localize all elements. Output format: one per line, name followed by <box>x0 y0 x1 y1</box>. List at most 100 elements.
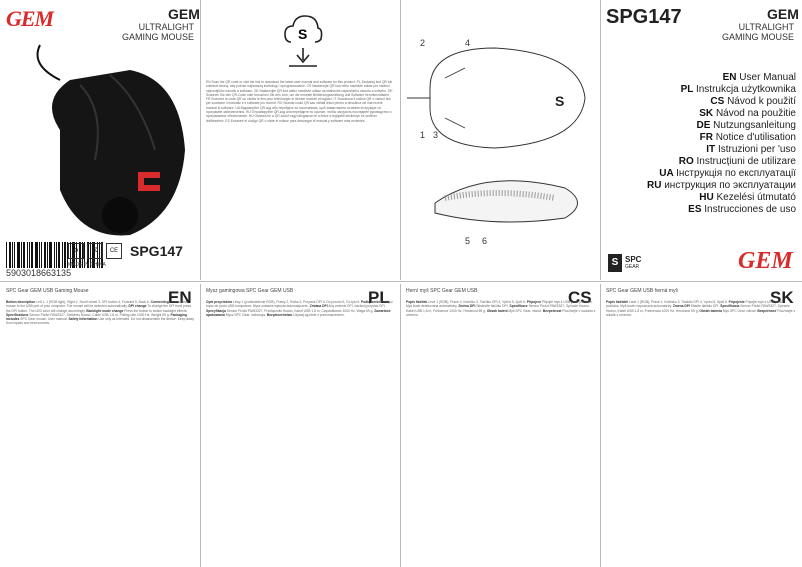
barcode-bar <box>47 242 48 268</box>
callout-label: 2 <box>420 38 426 48</box>
manual-language-item: RO Instrucțiuni de utilizare <box>640 156 796 168</box>
barcode-bar <box>72 242 75 268</box>
barcode-bar <box>54 242 55 268</box>
weee-icon: ⌧ <box>87 243 103 259</box>
column-language: SK <box>770 288 794 307</box>
subtitle-line: ULTRALIGHT <box>138 22 194 32</box>
barcode-bar <box>56 242 57 268</box>
intro-text: EN Scan the QR code or visit the link to… <box>206 80 393 123</box>
language-code: ES <box>688 204 705 215</box>
manual-language-item: FR Notice d'utilisation <box>640 132 796 144</box>
gem-logo-cover: GEM <box>738 248 793 274</box>
manual-language-item: IT Istruzioni per 'uso <box>640 144 796 156</box>
cover-brand: GEM <box>767 6 799 22</box>
barcode-bar <box>58 242 60 268</box>
barcode-bar <box>92 242 95 268</box>
barcode-bar <box>9 242 11 268</box>
en-body-text: Button description Left 1. 1 (RGB light)… <box>6 300 195 326</box>
language-title: Instrucciones de uso <box>704 204 796 215</box>
mouse-image <box>36 44 185 236</box>
barcode-bar <box>6 242 7 268</box>
language-code: FR <box>699 132 716 143</box>
barcode-bar <box>76 242 77 268</box>
barcode-bar <box>12 242 13 268</box>
language-code: SK <box>699 108 716 119</box>
language-title: Kezelési útmutató <box>716 192 797 203</box>
manual-language-item: RU инструкция по эксплуатации <box>640 180 796 192</box>
callout-label: 4 <box>465 38 471 48</box>
barcode-bar <box>44 242 46 268</box>
barcode-bar <box>14 242 15 268</box>
manual-language-item: CS Návod k použití <box>640 96 796 108</box>
language-title: Інструкція по експлуатації <box>676 168 796 179</box>
spc-logo-mark: S <box>608 254 622 272</box>
barcode-bar <box>82 242 83 268</box>
barcode-bar <box>41 242 42 268</box>
barcode-number: 5903018663135 <box>6 268 72 278</box>
callout-label: 1 <box>420 130 426 140</box>
manual-language-item: ES Instrucciones de uso <box>640 204 796 216</box>
subtitle-line: GAMING MOUSE <box>121 32 194 42</box>
ce-icon: CE <box>106 243 122 259</box>
barcode-bar <box>35 242 38 268</box>
brand-title: GEM <box>168 6 200 22</box>
divider <box>0 281 802 282</box>
column-language: PL <box>368 288 390 307</box>
column-header: Mysz gamingowa SPC Gear GEM USB <box>206 288 294 294</box>
barcode-bar <box>67 242 68 268</box>
recycle-icon: ♻ <box>68 243 84 259</box>
barcode-bar <box>90 242 91 268</box>
barcode-bar <box>29 242 30 268</box>
mouse-diagram: S <box>407 47 586 223</box>
subtitle-line: GAMING MOUSE <box>721 32 794 42</box>
language-code: UA <box>659 168 677 179</box>
column-header: SPC Gear GEM USB Gaming Mouse <box>6 288 89 294</box>
spc-logo-text: SPC <box>625 255 642 264</box>
callout-label: 5 <box>465 236 471 246</box>
divider <box>600 0 601 280</box>
language-code: EN <box>722 72 740 83</box>
language-code: PL <box>680 84 696 95</box>
barcode-bar <box>49 242 52 268</box>
download-icon: S <box>284 15 323 67</box>
barcode-bar <box>21 242 22 268</box>
column-header: Herní myš SPC Gear GEM USB <box>406 288 478 294</box>
barcode-bar <box>62 242 63 268</box>
language-title: инструкция по эксплуатации <box>664 180 796 191</box>
language-title: User Manual <box>739 72 796 83</box>
manual-language-item: SK Návod na použitie <box>640 108 796 120</box>
divider <box>200 284 201 567</box>
model-name: SPG147 <box>130 243 183 259</box>
language-code: HU <box>699 192 717 203</box>
barcode-bar <box>84 242 85 268</box>
divider <box>400 284 401 567</box>
barcode-bars <box>6 242 105 268</box>
svg-text:S: S <box>555 93 564 109</box>
column-language: EN <box>168 288 192 307</box>
cover-subtitle: ULTRALIGHT GAMING MOUSE <box>720 22 794 42</box>
language-title: Návod k použití <box>727 96 796 107</box>
column-header: SPC Gear GEM USB herná myš <box>606 288 678 294</box>
language-code: IT <box>706 144 718 155</box>
manual-language-item: HU Kezelési útmutató <box>640 192 796 204</box>
language-title: Instrucțiuni de utilizare <box>696 156 797 167</box>
barcode-bar <box>70 242 71 268</box>
barcode-bar <box>27 242 28 268</box>
barcode-bar <box>31 242 33 268</box>
manual-language-item: PL Instrukcja użytkownika <box>640 84 796 96</box>
language-code: CS <box>710 96 728 107</box>
svg-text:S: S <box>298 26 307 42</box>
language-title: Nutzungsanleitung <box>713 120 796 131</box>
sk-body-text: Popis tlačidiel Ľavé 1 (RGB), Pravé 2, K… <box>606 300 796 317</box>
barcode-bar <box>17 242 20 268</box>
language-code: RU <box>646 180 665 191</box>
language-code: DE <box>696 120 714 131</box>
callout-label: 3 <box>433 130 439 140</box>
divider <box>400 0 401 280</box>
gem-logo: GEM <box>6 6 54 31</box>
callout-label: 6 <box>482 236 488 246</box>
barcode-bar <box>64 242 66 268</box>
cover-model: SPG147 <box>606 6 682 28</box>
manual-language-item: DE Nutzungsanleitung <box>640 120 796 132</box>
